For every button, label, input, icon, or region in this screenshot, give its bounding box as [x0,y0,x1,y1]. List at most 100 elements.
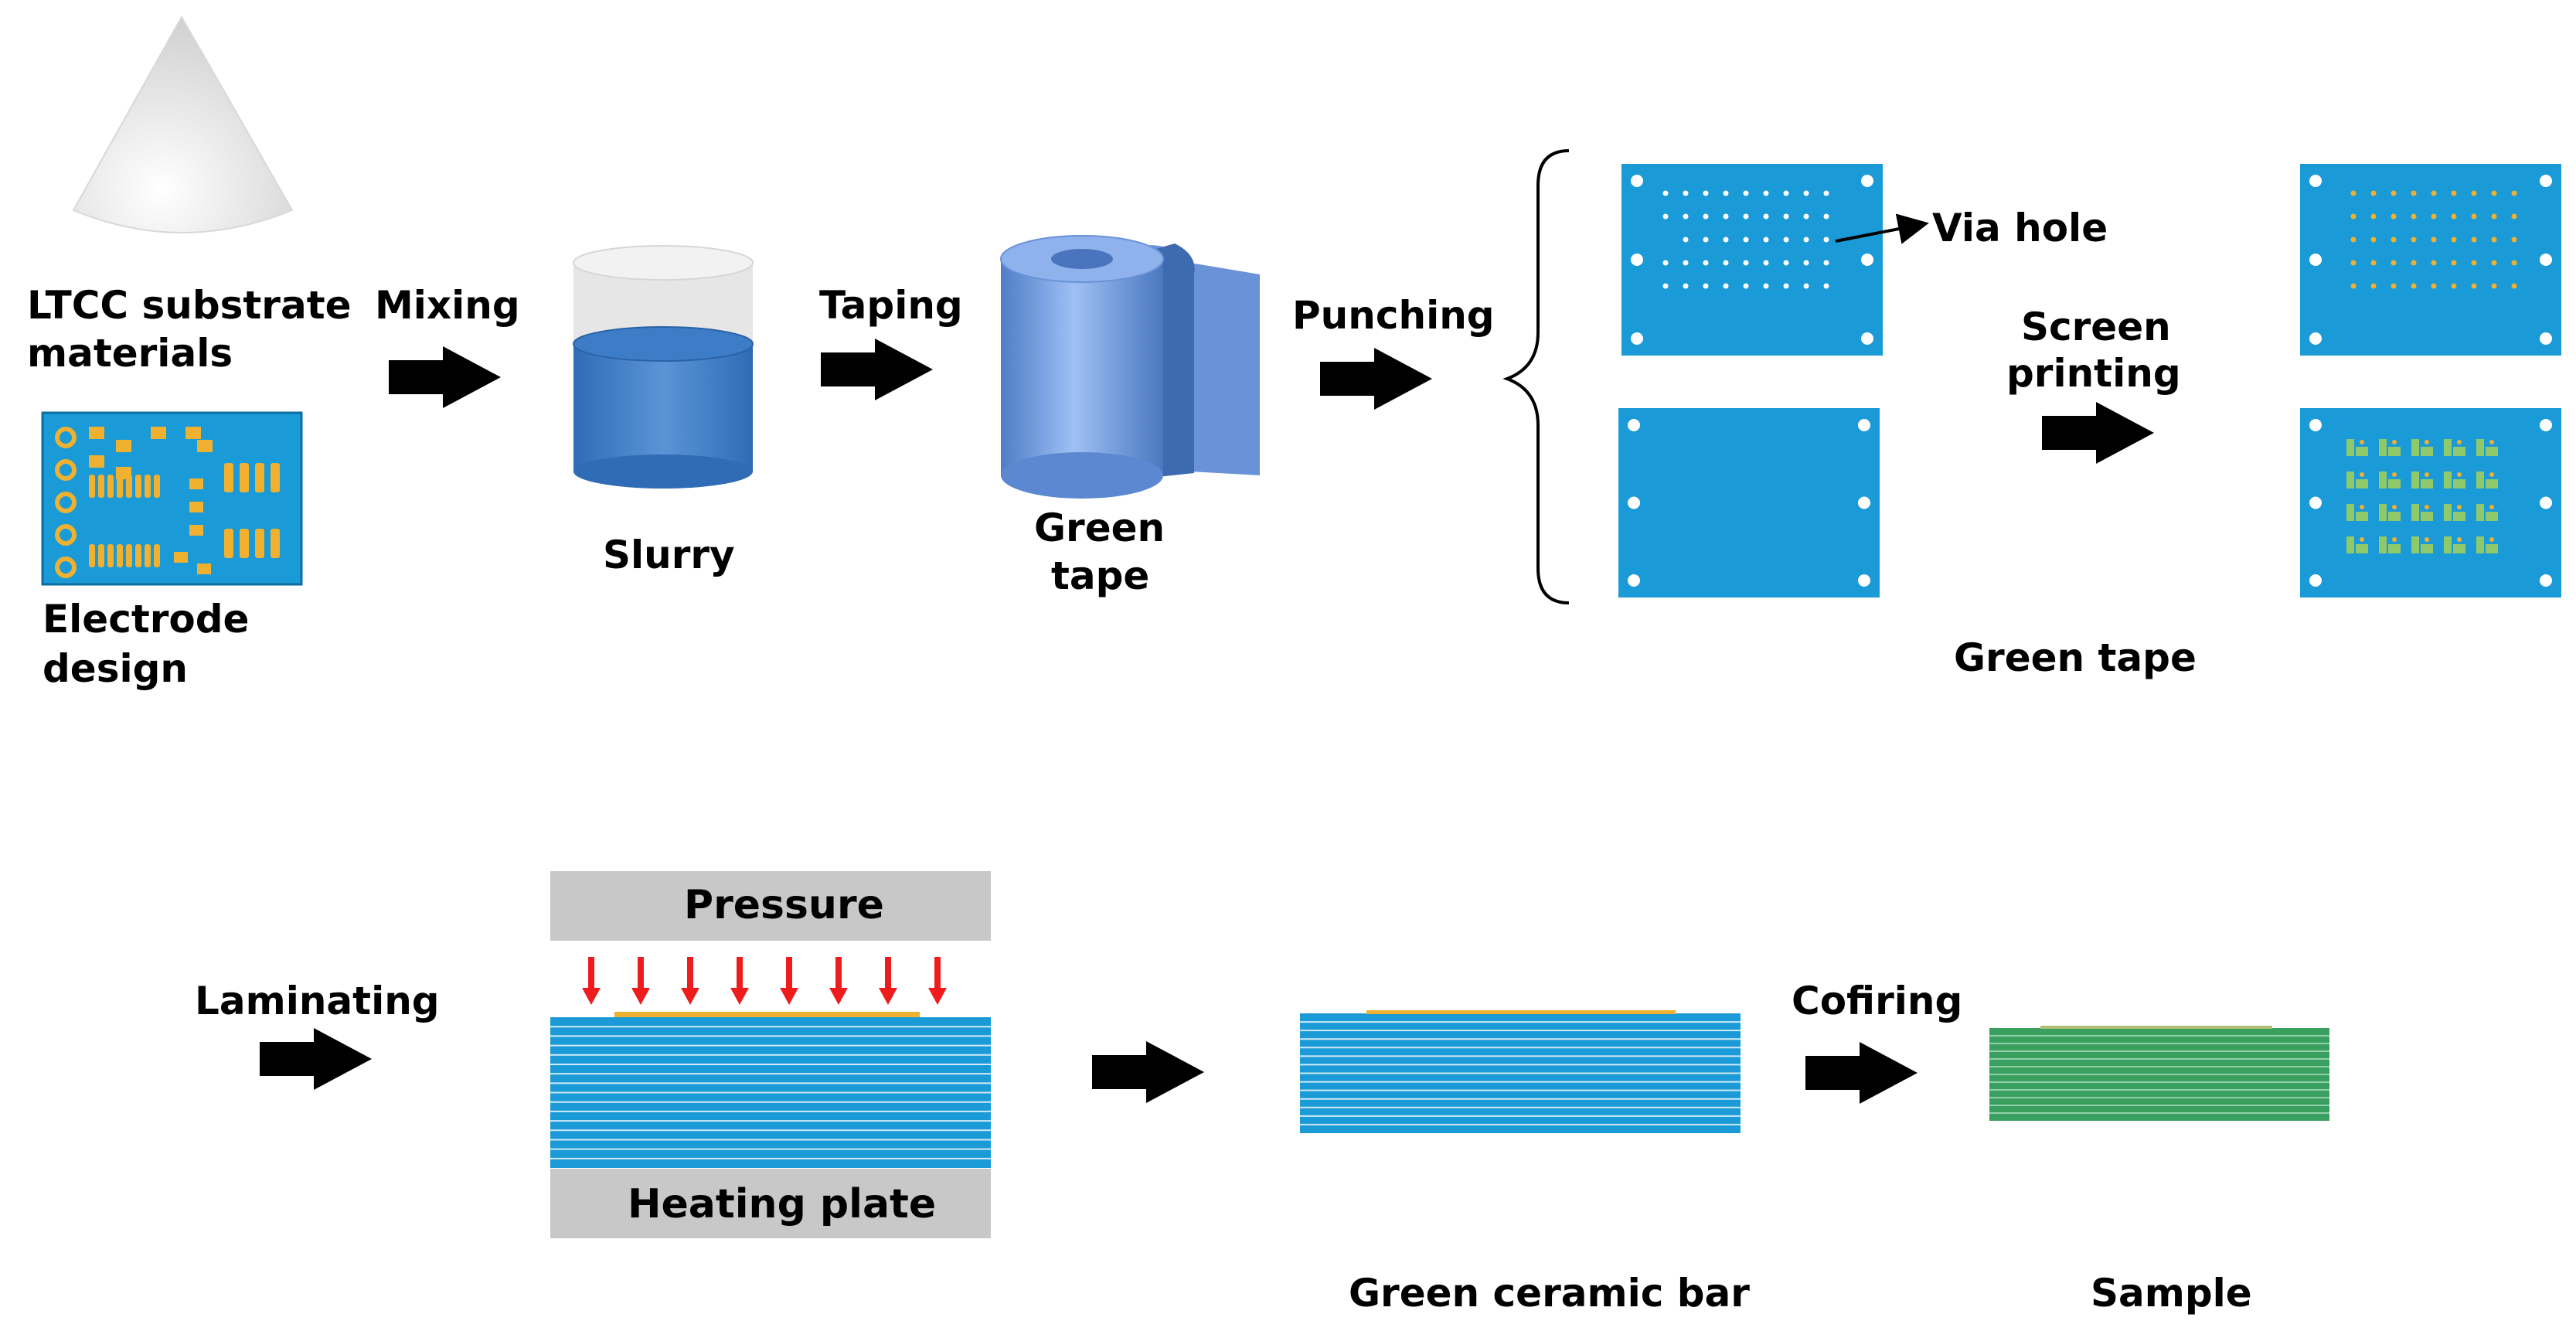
green-ceramic-bar-label: Green ceramic bar [1349,1271,1750,1316]
lamination-press: Pressure Heating plate [550,871,991,1238]
pad-square [189,525,203,536]
printed-via [2457,537,2462,542]
via-hole [1763,190,1769,196]
process-arrow-icon [821,339,933,400]
pad-finger [89,544,95,567]
printed-electrode [2379,536,2387,553]
beaker-icon [573,245,754,489]
filled-via [2511,213,2517,220]
alignment-hole [1861,254,1873,266]
via-hole [1683,237,1689,243]
alignment-hole [2309,574,2322,587]
via-hole [1683,260,1689,266]
printed-via [2360,505,2364,509]
alignment-hole [1628,574,1640,587]
alignment-hole [1858,496,1870,509]
via-hole [1803,190,1809,196]
printed-electrode [2411,504,2419,521]
via-hole [1743,237,1749,243]
filled-via [2391,283,2397,289]
filled-via [2511,237,2517,243]
cone-icon [72,15,294,233]
filled-via [2431,190,2437,196]
pad-square [197,563,211,574]
filled-via [2471,190,2477,196]
pad-finger [154,544,160,567]
alignment-hole [2309,496,2322,509]
filled-via [2350,283,2357,289]
printed-via [2425,537,2429,542]
via-hole [1783,260,1789,266]
via-hole [1743,190,1749,196]
filled-via [2491,283,2497,289]
printed-via [2392,440,2397,444]
printed-electrode [2356,512,2368,521]
alignment-hole [1628,419,1640,431]
printed-tape-electrodes [2300,408,2561,598]
filled-via [2431,283,2437,289]
printed-electrode [2388,447,2401,456]
sample-electrode [2040,1026,2272,1029]
filled-via [2391,213,2397,220]
alignment-hole [2540,175,2552,187]
pad-finger [126,544,132,567]
filled-via [2411,190,2417,196]
printed-electrode [2421,512,2433,521]
filled-via [2370,213,2377,220]
via-hole [1683,190,1689,196]
printed-via [2457,440,2462,444]
alignment-hole [1861,332,1873,345]
printed-electrode [2411,439,2419,456]
pad-finger [126,475,132,498]
process-arrow-icon [1320,348,1432,410]
alignment-hole [2309,254,2322,266]
pad-finger [271,529,280,558]
printed-electrode [2486,479,2498,489]
pad-finger [271,463,280,492]
printed-electrode [2444,472,2452,489]
pad-ring [55,557,77,578]
printed-electrode [2421,479,2433,489]
printed-electrode [2379,504,2387,521]
printed-electrode [2411,536,2419,553]
printed-electrode [2356,447,2368,456]
printed-electrode [2476,536,2484,553]
via-hole [1823,237,1829,243]
printed-via [2489,440,2494,444]
process-arrow-icon [1805,1042,1918,1104]
process-arrow-icon [389,346,501,408]
printed-via [2425,440,2429,444]
filled-via [2511,260,2517,266]
green-tape-roll-label-2: tape [1051,553,1149,598]
printed-electrode [2486,544,2498,553]
filled-via [2411,260,2417,266]
printed-electrode [2444,439,2452,456]
mixing-label: Mixing [375,283,520,328]
filled-via [2391,237,2397,243]
laminating-label: Laminating [195,979,440,1023]
alignment-hole [1631,332,1643,345]
via-hole [1662,260,1669,266]
filled-via [2431,260,2437,266]
printed-electrode [2453,447,2465,456]
pad-finger [107,544,114,567]
via-hole [1662,190,1669,196]
filled-via [2491,237,2497,243]
printed-electrode [2356,479,2368,489]
pad-square [151,427,166,439]
via-hole [1723,190,1729,196]
pad-finger [117,475,123,498]
tape-roll-icon [1000,235,1260,499]
filled-via [2491,213,2497,220]
printed-electrode [2476,472,2484,489]
screen-printing-label-1: Screen [2021,305,2171,349]
via-hole [1783,237,1789,243]
via-hole [1803,260,1809,266]
pad-square [89,427,104,439]
punching-label: Punching [1292,293,1495,338]
filled-via [2491,260,2497,266]
pad-finger [224,529,233,558]
pad-finger [255,463,264,492]
